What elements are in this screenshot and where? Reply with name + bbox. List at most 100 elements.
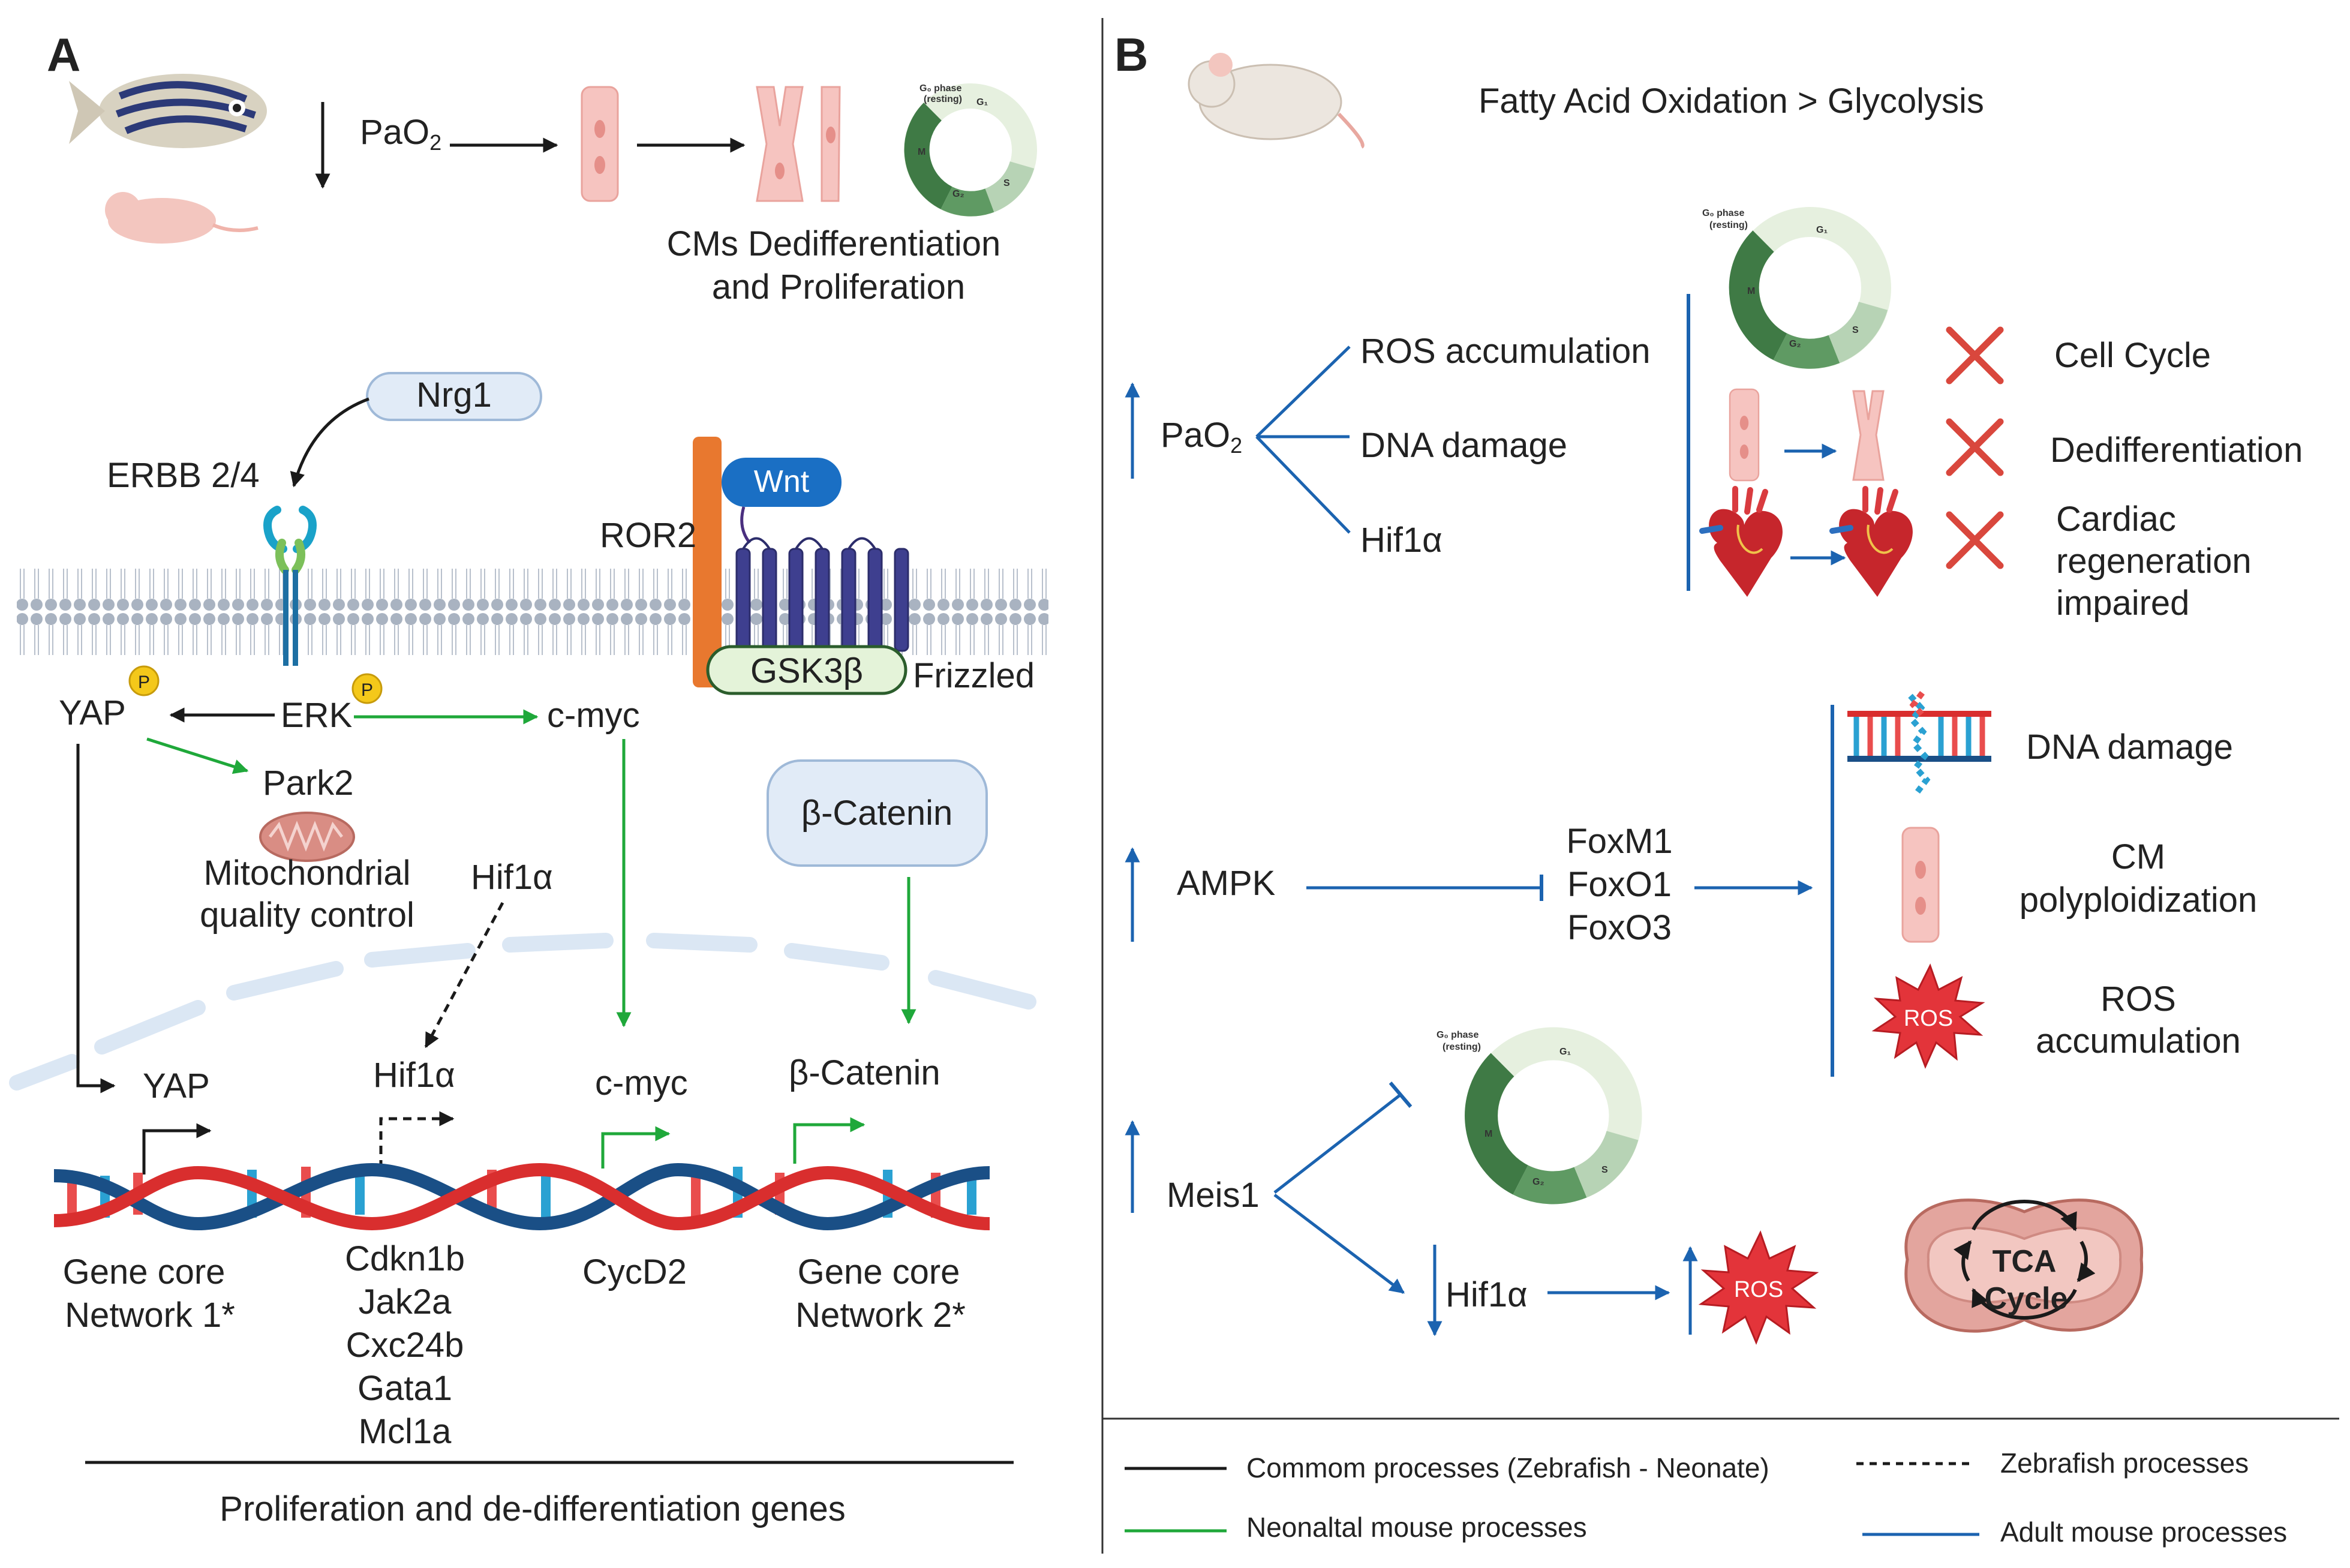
cell-cycle-wheel-b1: G₀ phase (resting) G₁ M G₂ S: [1702, 207, 1891, 369]
svg-text:(resting): (resting): [1443, 1042, 1481, 1052]
ros-star-icon: ROS: [1871, 963, 1985, 1069]
legend-zebrafish: Zebrafish processes: [2000, 1447, 2249, 1479]
heart-icon: [1702, 489, 1783, 597]
broken-dna-icon: [1847, 691, 1991, 794]
cell-membrane: [17, 558, 1048, 660]
mito-qc-label-2: quality control: [200, 896, 414, 935]
mito-qc-label-1: Mitochondrial: [204, 854, 411, 893]
svg-text:S: S: [1852, 325, 1859, 335]
cell-cycle-label: Cell Cycle: [2054, 336, 2211, 375]
hif1a-label: Hif1α: [471, 858, 553, 897]
yap-to-nucleus-arrow: [76, 744, 116, 1094]
tss-arrow-cmyc: [601, 1126, 671, 1169]
gene-core-1-label-a: Gene core: [63, 1252, 226, 1291]
zebrafish-icon: [69, 74, 267, 148]
wnt-label: Wnt: [754, 464, 810, 499]
heart-icon: [1832, 489, 1913, 597]
cell-cycle-wheel-a: G₀ phase (resting) G₁ M G₂ S: [904, 83, 1037, 217]
cardiomyocyte-icon-b: [1729, 388, 1760, 482]
nrg1-pill: [366, 372, 542, 421]
cm-poly-label-2: polyploidization: [2020, 881, 2258, 920]
yap-phospho-badge: [128, 665, 160, 696]
pao2-to-ros-line: [1255, 346, 1351, 438]
legend-common: Commom processes (Zebrafish - Neonate): [1246, 1452, 1769, 1483]
hif-target-gene: Cxc24b: [346, 1326, 464, 1365]
erk-phospho-badge: [351, 673, 383, 704]
tss-arrow-yap: [142, 1123, 212, 1175]
bcatenin-label: β-Catenin: [801, 794, 953, 833]
hif-target-gene: Cdkn1b: [345, 1239, 465, 1278]
svg-text:G₀ phase: G₀ phase: [919, 83, 961, 94]
yap-to-park2-arrow: [146, 737, 249, 774]
legend-adult: Adult mouse processes: [2000, 1516, 2287, 1548]
svg-text:M: M: [1747, 286, 1755, 296]
cm-poly-label-1: CM: [2111, 837, 2165, 876]
hif-target-gene: Gata1: [357, 1369, 452, 1408]
cardiac-regen-label-3: impaired: [2056, 584, 2189, 623]
ros-star-icon: ROS: [1698, 1230, 1819, 1345]
frizzled-receptor-icon: [735, 506, 909, 652]
yap-phospho-label: P: [138, 672, 150, 692]
cardiac-regen-label-2: regeneration: [2056, 542, 2252, 581]
pao2-label: PaO2: [360, 113, 441, 155]
hif-target-gene: Jak2a: [359, 1282, 452, 1321]
blocked-x-icon: [1946, 418, 2004, 476]
nuc-hif1a-label: Hif1α: [373, 1056, 455, 1095]
bcatenin-box: [767, 759, 988, 867]
svg-text:G₂: G₂: [952, 189, 964, 199]
hif-target-gene: Mcl1a: [359, 1412, 452, 1451]
fox-gene: FoxM1: [1566, 822, 1672, 861]
panel-b-header: Fatty Acid Oxidation > Glycolysis: [1478, 82, 1984, 121]
tss-arrow-hif1a: [379, 1111, 455, 1169]
cycd2-label: CycD2: [582, 1252, 687, 1291]
hif1a-to-nucleus-arrow: [424, 902, 504, 1049]
svg-text:(resting): (resting): [924, 94, 962, 104]
svg-text:M: M: [1484, 1129, 1492, 1139]
nrg1-label: Nrg1: [416, 376, 492, 414]
meis1-inhibit-bar: [1389, 1082, 1413, 1108]
dividing-cardiomyocyte-icon-b: [1852, 390, 1885, 481]
ros-accum-2-label-2: accumulation: [2036, 1022, 2241, 1061]
gene-core-2-label-a: Gene core: [798, 1252, 960, 1291]
cm-dediff-title-2: and Proliferation: [712, 268, 965, 307]
svg-text:S: S: [1601, 1165, 1608, 1175]
cardiomyocyte-icon: [581, 86, 619, 202]
pao2-to-hif-line: [1255, 435, 1351, 534]
erk-phospho-label: P: [361, 680, 373, 700]
ampk-label: AMPK: [1177, 864, 1276, 903]
park2-label: Park2: [263, 764, 354, 803]
panel-b-letter: B: [1114, 28, 1148, 81]
panel-a-letter: A: [47, 28, 80, 81]
svg-text:G₂: G₂: [1789, 339, 1801, 349]
dna-damage-label: DNA damage: [1360, 426, 1567, 465]
ror2-label: ROR2: [600, 516, 696, 555]
dna-damage-2-label: DNA damage: [2026, 728, 2233, 767]
nuclear-envelope: [9, 933, 1036, 1091]
ros-accumulation-label: ROS accumulation: [1360, 332, 1651, 371]
svg-text:G₁: G₁: [976, 97, 988, 107]
tca-mitochondrion-icon: [1904, 1198, 2144, 1333]
ror2-receptor: [693, 437, 722, 687]
svg-text:ROS: ROS: [1734, 1277, 1783, 1302]
svg-text:G₀ phase: G₀ phase: [1437, 1030, 1478, 1040]
hif1a-b-label: Hif1α: [1360, 521, 1443, 560]
ros-accum-2-label-1: ROS: [2100, 980, 2176, 1019]
gsk3b-pill: [706, 645, 907, 695]
cm-dediff-title-1: CMs Dedifferentiation: [667, 224, 1001, 263]
svg-text:G₀ phase: G₀ phase: [1702, 208, 1744, 218]
cell-cycle-wheel-b2: G₀ phase (resting) G₁ M G₂ S: [1437, 1027, 1642, 1204]
pao2-b-label: PaO2: [1161, 416, 1242, 458]
svg-text:G₁: G₁: [1816, 225, 1828, 235]
mitochondrion-icon: [259, 812, 355, 862]
neonatal-mouse-icon: [105, 192, 259, 244]
panel-a-footer: Proliferation and de-differentiation gen…: [220, 1489, 846, 1528]
erk-label: ERK: [281, 696, 353, 735]
blocked-x-icon: [1946, 326, 2004, 385]
erbb-label: ERBB 2/4: [107, 456, 260, 495]
svg-text:G₂: G₂: [1532, 1177, 1544, 1187]
meis1-label: Meis1: [1167, 1176, 1260, 1215]
dedifferentiation-label: Dedifferentiation: [2050, 431, 2303, 470]
nuc-cmyc-label: c-myc: [595, 1064, 688, 1103]
gsk3b-label: GSK3β: [750, 651, 863, 690]
svg-text:S: S: [1003, 178, 1010, 188]
